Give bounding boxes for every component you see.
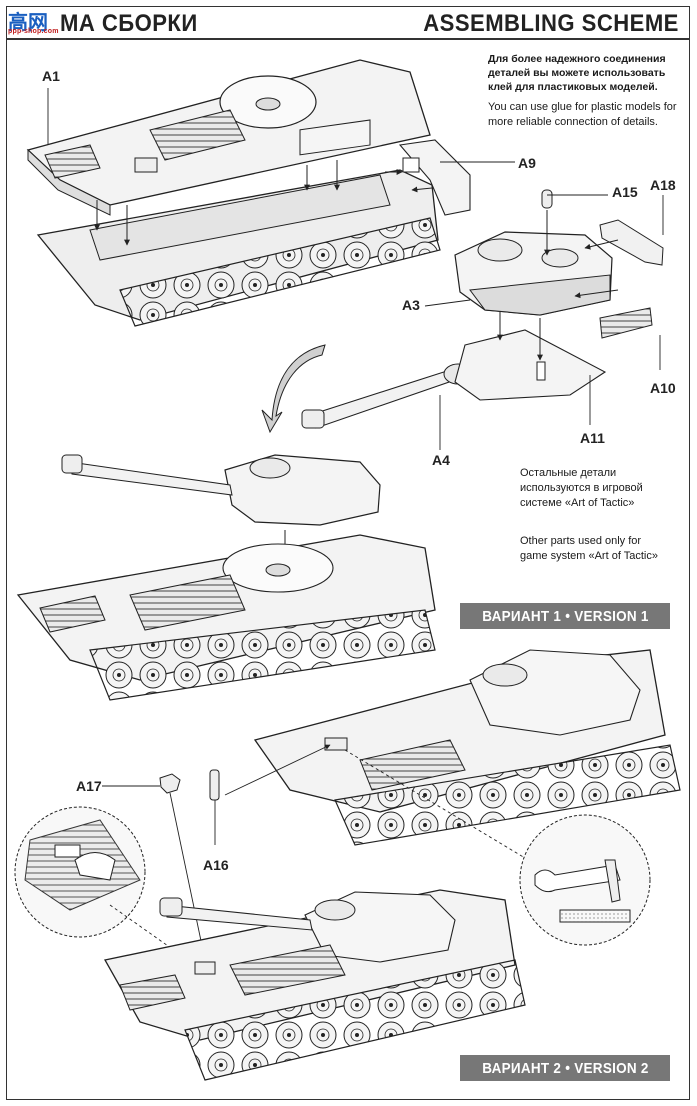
page-frame <box>6 6 690 1100</box>
version2-hull-upper <box>253 649 681 846</box>
leader-lines-v2 <box>102 744 331 961</box>
logo-text: ppp-shop.com <box>8 28 59 35</box>
leader-lines-top <box>47 88 664 450</box>
part-a9-bracket <box>398 139 471 216</box>
turret-base-a11 <box>454 329 607 401</box>
label-a18: A18 <box>650 177 676 193</box>
upper-hull-a1 <box>26 59 431 216</box>
version1-hull <box>16 534 436 701</box>
label-a3: A3 <box>402 297 420 313</box>
curved-flow-arrow <box>261 344 326 434</box>
gun-barrel-a4 <box>301 363 473 429</box>
label-a15: A15 <box>612 184 638 200</box>
header-rule <box>6 38 690 40</box>
turret-a3 <box>454 231 613 316</box>
other-parts-note-english: Other parts used only for game system «A… <box>520 535 658 562</box>
version2-badge: ВАРИАНТ 2 • VERSION 2 <box>460 1055 670 1081</box>
part-a15 <box>541 189 553 209</box>
logo-glyphs: 高网 <box>8 10 48 34</box>
label-a9: A9 <box>518 155 536 171</box>
version2-tank <box>103 889 526 1081</box>
part-a10 <box>599 307 653 339</box>
label-a11: A11 <box>580 430 605 446</box>
other-parts-note-russian: Остальные детали используются в игровой … <box>520 467 643 509</box>
part-a18 <box>599 219 664 266</box>
glue-note-english: You can use glue for plastic models for … <box>488 101 677 128</box>
zoom-leader-right <box>344 749 546 871</box>
version1-label: ВАРИАНТ 1 • VERSION 1 <box>481 607 649 625</box>
label-a4: A4 <box>432 452 450 468</box>
part-a17 <box>159 773 181 794</box>
version1-badge: ВАРИАНТ 1 • VERSION 1 <box>460 603 670 629</box>
label-a16: A16 <box>203 857 229 873</box>
label-a1: A1 <box>42 68 60 84</box>
part-a16 <box>209 769 220 801</box>
assembly-arrows-turret <box>497 210 619 361</box>
title-english: ASSEMBLING SCHEME <box>423 10 679 37</box>
site-logo: 高网 ppp-shop.com <box>8 8 68 35</box>
assembly-arrows-top <box>94 160 433 246</box>
version1-turret <box>61 454 381 526</box>
title-russian: МА СБОРКИ <box>60 10 198 37</box>
glue-note-russian: Для более надежного соединения деталей в… <box>488 53 666 93</box>
label-a17: A17 <box>76 778 102 794</box>
lower-hull-tracks <box>36 119 441 327</box>
zoom-detail-right <box>519 814 651 946</box>
label-a10: A10 <box>650 380 676 396</box>
zoom-detail-left <box>14 806 146 938</box>
version2-label: ВАРИАНТ 2 • VERSION 2 <box>481 1059 649 1077</box>
